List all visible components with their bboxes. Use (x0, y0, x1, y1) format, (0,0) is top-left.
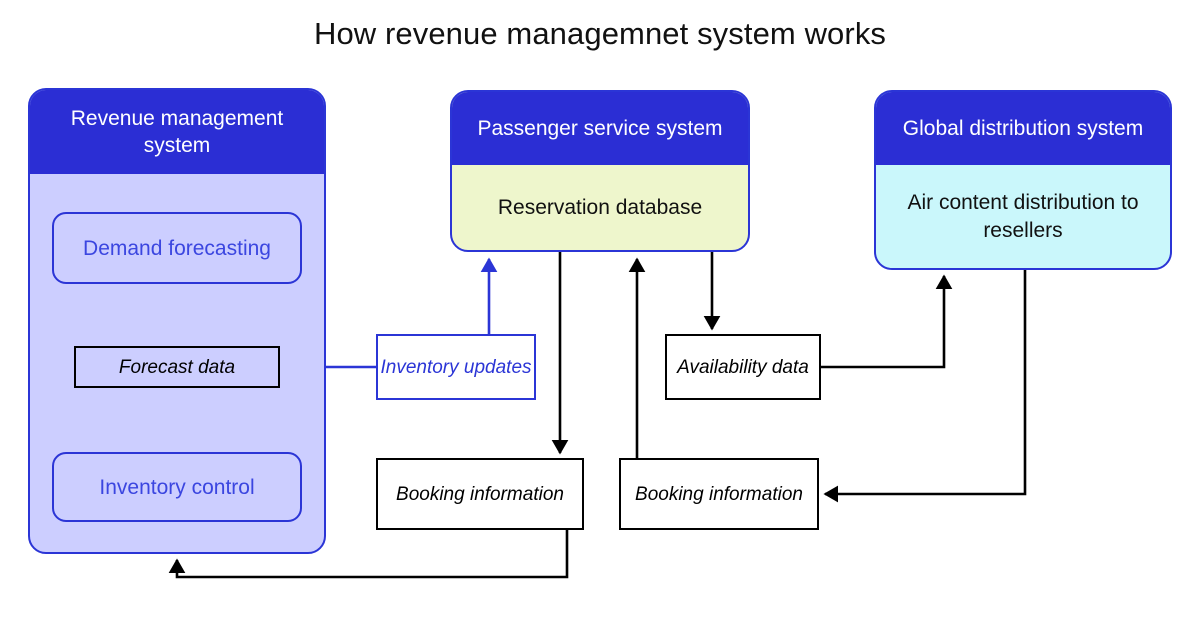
flow-availability-to-gds (821, 274, 953, 369)
subcomponent-label-inventory-control: Inventory control (99, 475, 255, 499)
subcomponent-demand-forecasting[interactable]: Demand forecasting (52, 212, 302, 284)
system-header-passenger-service-system: Passenger service system (452, 92, 748, 165)
data-object-forecast-data[interactable]: Forecast data (74, 346, 280, 388)
flow-gds-to-booking-right (823, 270, 1027, 503)
system-card-global-distribution-system[interactable]: Global distribution system Air content d… (874, 90, 1172, 270)
data-object-inventory-updates[interactable]: Inventory updates (376, 334, 536, 400)
system-body-air-content-distribution: Air content distribution to resellers (907, 190, 1139, 242)
data-object-booking-information-left[interactable]: Booking information (376, 458, 584, 530)
system-header-global-distribution-system: Global distribution system (876, 92, 1170, 165)
system-header-revenue-management-system: Revenue management system (30, 90, 324, 174)
data-object-availability-data[interactable]: Availability data (665, 334, 821, 400)
data-object-label-booking-information-right: Booking information (635, 483, 803, 505)
subcomponent-inventory-control[interactable]: Inventory control (52, 452, 302, 522)
data-object-label-forecast-data: Forecast data (118, 356, 236, 378)
system-body-reservation-database: Reservation database (497, 195, 703, 219)
subcomponent-label-demand-forecasting: Demand forecasting (83, 236, 271, 260)
data-object-label-inventory-updates: Inventory updates (380, 356, 532, 378)
system-card-passenger-service-system[interactable]: Passenger service system Reservation dat… (450, 90, 750, 252)
data-object-label-booking-information-left: Booking information (396, 483, 564, 505)
page-title: How revenue managemnet system works (313, 16, 887, 51)
data-object-label-availability-data: Availability data (677, 356, 809, 378)
data-object-booking-information-right[interactable]: Booking information (619, 458, 819, 530)
